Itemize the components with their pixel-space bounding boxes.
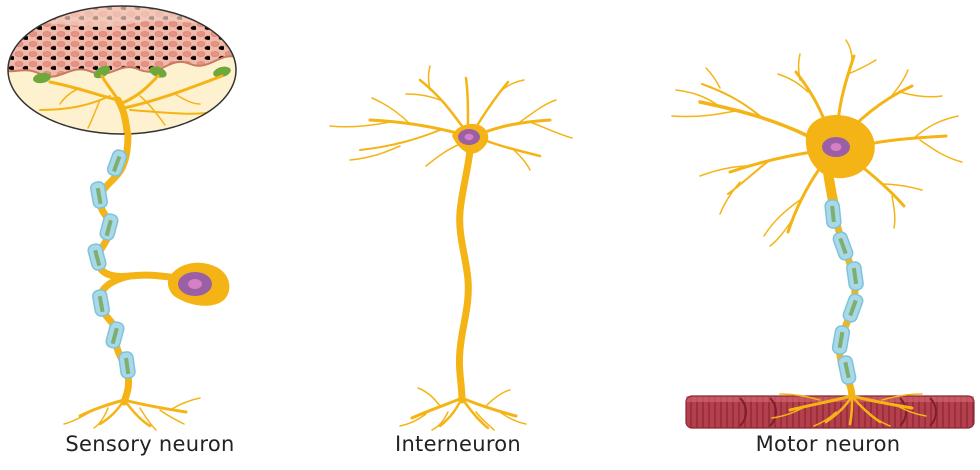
interneuron-axon xyxy=(459,150,470,400)
sensory-neuron xyxy=(0,0,240,430)
interneuron-dendrites xyxy=(330,66,572,170)
sensory-soma xyxy=(168,263,230,306)
skin-receptor-inset xyxy=(0,0,240,140)
sensory-axon-terminals xyxy=(64,398,200,430)
motor-neuron xyxy=(672,40,974,428)
sensory-axon xyxy=(98,134,178,278)
motor-neuron-label: Motor neuron xyxy=(708,432,948,456)
interneuron-label: Interneuron xyxy=(338,432,578,456)
interneuron xyxy=(330,66,572,430)
sensory-neuron-label: Sensory neuron xyxy=(30,432,270,456)
